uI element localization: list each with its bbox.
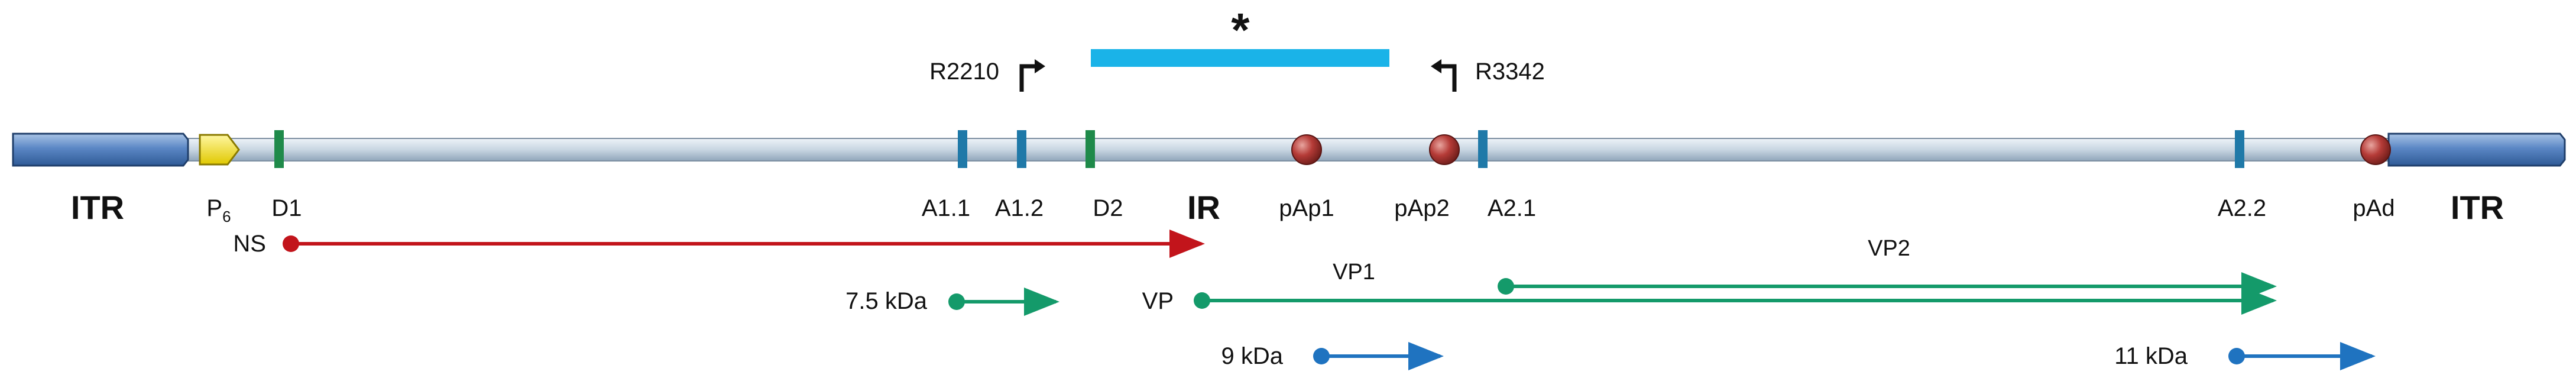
itr-left-element [12, 133, 189, 167]
acceptor-site-A1-2 [1017, 130, 1026, 168]
amplicon-bar [1091, 49, 1389, 67]
promoter-arrow-icon [199, 134, 240, 166]
vp-label: VP [1142, 288, 1174, 314]
polya-sphere-icon [2360, 134, 2391, 165]
ir-label: IR [1187, 189, 1220, 226]
vp2-label: VP2 [1868, 236, 1910, 261]
d2-label: D2 [1093, 195, 1123, 221]
itr-left-label: ITR [71, 189, 124, 226]
d1-label: D1 [271, 195, 302, 221]
primer-forward-label: R2210 [929, 59, 999, 85]
promoter-label: P6 [206, 195, 231, 225]
polya-sphere-icon [1291, 134, 1322, 165]
primer-reverse-label: R3342 [1475, 59, 1545, 85]
kda-7-5-label: 7.5 kDa [845, 288, 928, 314]
amplicon-star: * [1231, 4, 1250, 56]
kda-11-label: 11 kDa [2114, 343, 2188, 369]
pap2-label: pAp2 [1394, 195, 1449, 221]
primer-flag-icon [1019, 59, 1045, 92]
vp1-label: VP1 [1333, 260, 1375, 285]
itr-right-label: ITR [2451, 189, 2504, 226]
a2-1-label: A2.1 [1488, 195, 1536, 221]
pad-label: pAd [2353, 195, 2394, 221]
a2-2-label: A2.2 [2218, 195, 2266, 221]
acceptor-site-A2-2 [2235, 130, 2244, 168]
donor-site-D1 [274, 130, 284, 168]
acceptor-site-A1-1 [958, 130, 967, 168]
pap1-label: pAp1 [1279, 195, 1334, 221]
a1-2-label: A1.2 [995, 195, 1044, 221]
donor-site-D2 [1086, 130, 1095, 168]
primer-flag-icon [1431, 59, 1457, 92]
acceptor-site-A2-1 [1478, 130, 1488, 168]
polya-sphere-icon [1429, 134, 1460, 165]
a1-1-label: A1.1 [922, 195, 970, 221]
ns-label: NS [233, 231, 266, 257]
kda-9-label: 9 kDa [1221, 343, 1284, 369]
genome-backbone [177, 138, 2401, 162]
itr-right-element [2387, 133, 2566, 167]
